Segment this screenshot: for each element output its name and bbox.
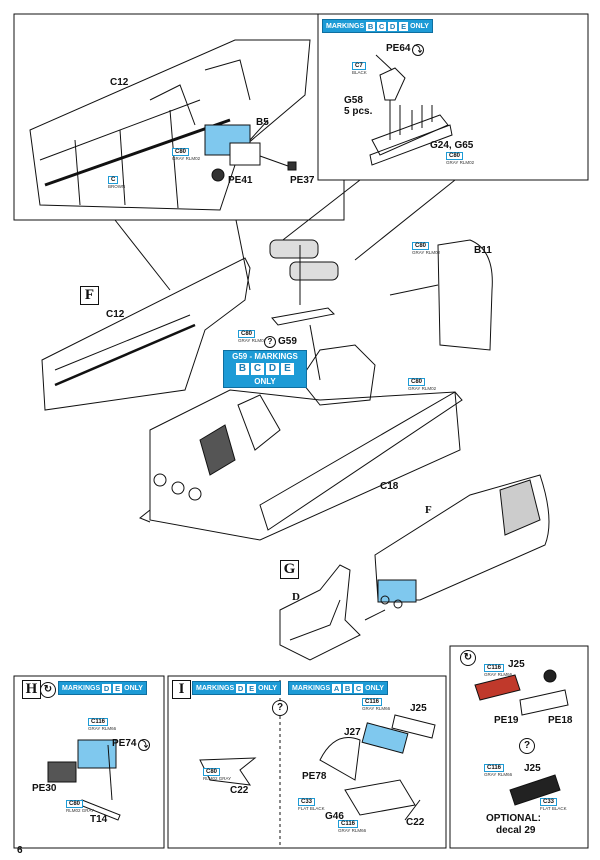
inset-frame-c12 (13, 13, 345, 221)
b11-bulkhead (437, 239, 493, 351)
step-f-label: F (80, 286, 99, 305)
part-label-j25-h: J25 (508, 659, 525, 670)
rotate-icon: ↻ (40, 682, 56, 698)
part-label-g58-qty: 5 pcs. (344, 106, 373, 117)
part-label-g46: G46 (325, 811, 344, 822)
part-label-pe41: PE41 (228, 175, 253, 186)
part-label-pe74: PE74 (112, 738, 137, 749)
part-label-c22-right: C22 (406, 817, 425, 828)
part-label-pe64: PE64 (386, 43, 411, 54)
part-label-pe18: PE18 (548, 715, 573, 726)
c12-panel (41, 257, 251, 411)
part-label-t14: T14 (90, 814, 108, 825)
part-label-pe37: PE37 (290, 175, 315, 186)
step-g-label: G (280, 560, 299, 579)
step-h-label: H (22, 680, 41, 699)
page-number: 6 (17, 845, 23, 856)
part-label-j25-opt: J25 (524, 763, 541, 774)
step-i-label: I (172, 680, 191, 699)
rotate-icon: ↻ (460, 650, 476, 666)
part-label-pe78: PE78 (302, 771, 327, 782)
part-label-pe19: PE19 (494, 715, 519, 726)
part-label-g58: G58 (344, 95, 363, 106)
part-label-g59: G59 (278, 336, 297, 347)
fuselage-assembly (149, 389, 461, 541)
seat-assembly (279, 564, 361, 661)
part-label-j27: J27 (344, 727, 361, 738)
part-label-c22-left: C22 (230, 785, 249, 796)
c12-inset-panel (29, 39, 311, 211)
part-label-b5: B5 (256, 117, 269, 128)
c18-panel (259, 391, 463, 531)
part-label-c12-inset: C12 (110, 77, 129, 88)
question-icon: ? (272, 700, 288, 716)
decal-label: decal 29 (496, 825, 536, 836)
part-label-c12: C12 (106, 309, 125, 320)
part-label-g24-g65: G24, G65 (430, 140, 474, 151)
question-icon: ? (264, 336, 276, 348)
photo-etch-icon: ⤵ (412, 44, 424, 56)
part-label-j25-i: J25 (410, 703, 427, 714)
completed-fuselage (374, 474, 550, 601)
part-label-c18: C18 (380, 481, 399, 492)
question-icon: ? (519, 738, 535, 754)
sub-step-f-label: F (425, 504, 432, 516)
part-label-pe30: PE30 (32, 783, 57, 794)
part-label-b11: B11 (474, 245, 492, 256)
sub-step-d-label: D (292, 591, 300, 603)
photo-etch-icon: ⤵ (138, 739, 150, 751)
optional-label: OPTIONAL: (486, 813, 541, 824)
